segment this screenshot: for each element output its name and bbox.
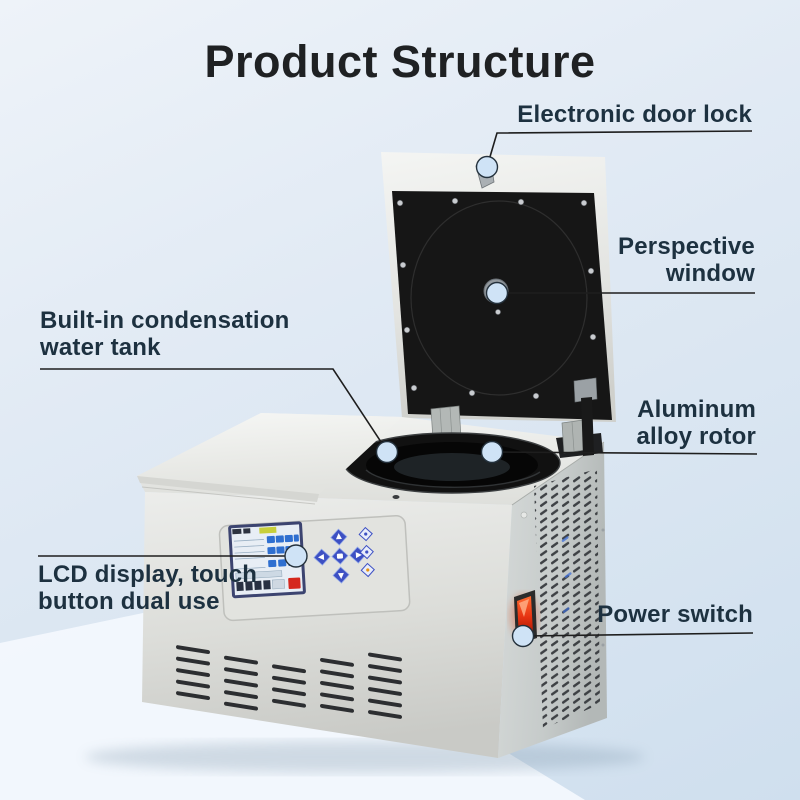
label-electronic-door-lock: Electronic door lock [517,101,752,128]
callout-dot-lcd [284,544,308,568]
gas-strut [573,377,598,456]
callout-dots [284,155,535,648]
label-lcd-display: LCD display, touch button dual use [38,561,258,615]
control-panel [218,515,411,622]
label-aluminum-alloy-rotor: Aluminum alloy rotor [636,396,756,450]
lid-inner-panel [392,191,612,420]
keypad-arrow-keys [313,526,375,584]
deck-sensor-hole [392,495,400,499]
condensation-tank-cover [137,413,402,505]
lid-screws [396,197,597,400]
callout-dot-perspective-window [485,281,509,305]
lcd-toolbar-icons [236,579,285,592]
lcd-stop-button [288,577,301,590]
callout-line-water-tank [40,368,388,452]
callout-dot-door-lock [475,155,499,179]
side-vent-grille [520,469,605,729]
callout-lines [38,130,758,637]
lid-window-circle [410,200,588,396]
page-title: Product Structure [204,36,596,87]
label-perspective-window: Perspective window [618,233,755,287]
callout-line-rotor [491,451,758,455]
front-vent-grilles [176,645,402,719]
callout-line-power-switch [522,632,754,637]
label-condensation-water-tank: Built-in condensation water tank [40,307,290,361]
label-power-switch: Power switch [597,601,753,628]
callout-dot-power-switch [511,624,535,648]
machine-shadow [85,741,645,773]
callout-dot-water-tank [375,440,399,464]
callout-line-door-lock [486,130,753,168]
callout-dot-rotor [480,440,504,464]
rotor-chamber [343,432,561,494]
lcd-display [228,521,306,599]
